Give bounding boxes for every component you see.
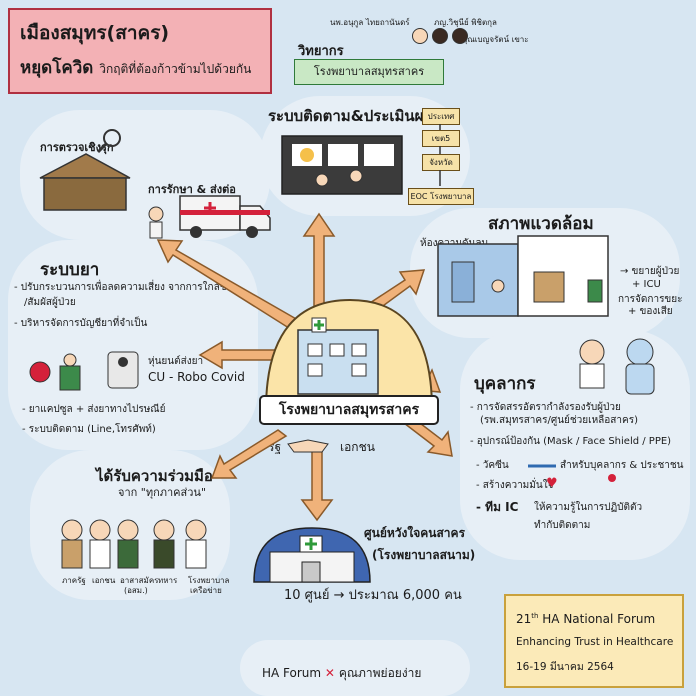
speaker-name-1: นพ.อนุกูล ไทยถานันดร์ (330, 18, 410, 27)
treatment-heading: การรักษา & ส่งต่อ (148, 183, 236, 196)
env-waste: การจัดการขยะ (618, 294, 683, 305)
drug-item-2: - บริหารจัดการบัญชียาที่จำเป็น (14, 318, 148, 329)
environment-heading: สภาพแวดล้อม (488, 214, 594, 234)
speaker-name-2: ภญ.วิชุนีย์ พิชิตกุล (434, 18, 497, 27)
footer: HA Forum ✕ คุณภาพย่อยง่าย (262, 664, 421, 683)
personnel-item-5: - ทีม IC (476, 500, 519, 514)
drug-item-1b: /สัมผัสผู้ป่วย (24, 297, 76, 308)
env-adjust-space: ปรับพื้นที่ (570, 254, 609, 265)
personnel-item-5a: ให้ความรู้ในการปฏิบัติตัว (534, 502, 643, 513)
env-cleaning: การทำความสะอาด (512, 308, 596, 319)
flow-eoc: EOC โรงพยาบาล (408, 188, 474, 205)
cooperation-sub: จาก "ทุกภาคส่วน" (118, 486, 207, 499)
heart-icon: ♥ (546, 476, 558, 491)
field-name: ศูนย์หวังใจคนสาคร (364, 526, 466, 540)
coop-hospital: โรงพยาบาล (188, 576, 230, 585)
title-line2-main: หยุดโควิด (20, 58, 94, 78)
personnel-item-1b: (รพ.สมุทรสาคร/ศูนย์ช่วยเหลือสาคร) (480, 415, 638, 426)
center-dome (264, 298, 434, 411)
title-line2: หยุดโควิด วิกฤติที่ต้องก้าวข้ามไปด้วยกัน (20, 54, 251, 81)
arrow-right-icon (377, 348, 442, 393)
center-building-cross-icon (311, 317, 327, 333)
bg-cloud (240, 640, 470, 696)
coop-private: เอกชน (92, 576, 116, 585)
coop-gov: ภาครัฐ (62, 576, 86, 585)
screening-heading: การตรวจเชิงรุก (40, 141, 114, 154)
flow-region: เขต5 (422, 130, 460, 147)
footer-x-icon: ✕ (324, 666, 335, 680)
personnel-item-1: - การจัดสรรอัตรากำลังรองรับผู้ป่วย (470, 402, 621, 413)
personnel-item-3: - วัคซีน (476, 460, 509, 471)
forum-sup: th (531, 612, 539, 620)
drug-item-3: - ยาแคปซูล + ส่งยาทางไปรษณีย์ (22, 404, 166, 415)
field-count: 10 ศูนย์ → ประมาณ 6,000 คน (284, 588, 462, 603)
arrow-down-icon (300, 449, 334, 522)
coop-volunteer: อาสาสมัคร (120, 576, 159, 585)
drug-item-4: - ระบบติดตาม (Line,โทรศัพท์) (22, 424, 156, 435)
env-icu: + ICU (632, 279, 661, 290)
drug-item-1: - ปรับกระบวนการเพื่อลดความเสี่ยง จากการใ… (14, 282, 233, 293)
env-waste-2: + ของเสีย (628, 306, 673, 317)
forum-line1: 21th HA National Forum (516, 612, 655, 626)
speaker-name-3: คุณเบญจรัตน์ เขาะ (462, 35, 529, 44)
flow-province: จังหวัด (422, 154, 460, 171)
drug-robot-2: CU - Robo Covid (148, 370, 245, 384)
center-label: โรงพยาบาลสมุทรสาคร (278, 402, 420, 418)
personnel-item-2: - อุปกรณ์ป้องกัน (Mask / Face Shield / P… (470, 436, 672, 447)
forum-title: HA National Forum (538, 612, 656, 626)
personnel-item-4: - สร้างความมั่นใจ (476, 480, 554, 491)
speaker-1-avatar (412, 28, 428, 44)
field-sub: (โรงพยาบาลสนาม) (372, 548, 476, 562)
speaker-2-avatar (432, 28, 448, 44)
personnel-heading: บุคลากร (474, 374, 536, 394)
cooperation-heading: ได้รับความร่วมมือ (96, 467, 213, 485)
speakers-heading: วิทยากร (298, 44, 344, 59)
center-private: เอกชน (340, 440, 375, 454)
title-line1: เมืองสมุทร(สาคร) (20, 22, 170, 44)
forum-line3: 16-19 มีนาคม 2564 (516, 661, 614, 673)
drug-robot-1: หุ่นยนต์ส่งยา (148, 356, 204, 367)
center-building (297, 329, 379, 395)
arrow-up-icon (302, 212, 336, 319)
flow-country: ประเทศ (422, 108, 460, 125)
forum-num: 21 (516, 612, 532, 626)
bg-cloud (20, 110, 270, 240)
personnel-item-3b: สำหรับบุคลากร & ประชาชน (560, 460, 684, 471)
speakers-hospital-label: โรงพยาบาลสมุทรสาคร (294, 59, 444, 85)
drug-heading: ระบบยา (40, 260, 100, 280)
coop-volunteer-2: (อสม.) (124, 586, 148, 595)
env-expand: → ขยายผู้ป่วย (620, 266, 680, 277)
coop-military: ทหาร (158, 576, 178, 585)
footer-left: HA Forum (262, 666, 322, 680)
field-hospital-icon (253, 527, 371, 583)
title-line2-sub: วิกฤติที่ต้องก้าวข้ามไปด้วยกัน (99, 62, 252, 76)
forum-box: 21th HA National Forum Enhancing Trust i… (504, 594, 684, 688)
footer-right: คุณภาพย่อยง่าย (338, 666, 422, 680)
handshake-icon (287, 439, 329, 453)
speaker-3-avatar (452, 28, 468, 44)
title-box: เมืองสมุทร(สาคร) หยุดโควิด วิกฤติที่ต้อง… (8, 8, 272, 94)
personnel-item-5b: ทำกับติดตาม (534, 520, 591, 531)
env-negative-room: ห้องความดันลบ (420, 238, 488, 249)
coop-network: เครือข่าย (190, 586, 222, 595)
monitoring-heading: ระบบติดตาม&ประเมินผล (268, 107, 433, 125)
center-gov: รัฐ (268, 440, 282, 454)
forum-line2: Enhancing Trust in Healthcare (516, 636, 674, 648)
